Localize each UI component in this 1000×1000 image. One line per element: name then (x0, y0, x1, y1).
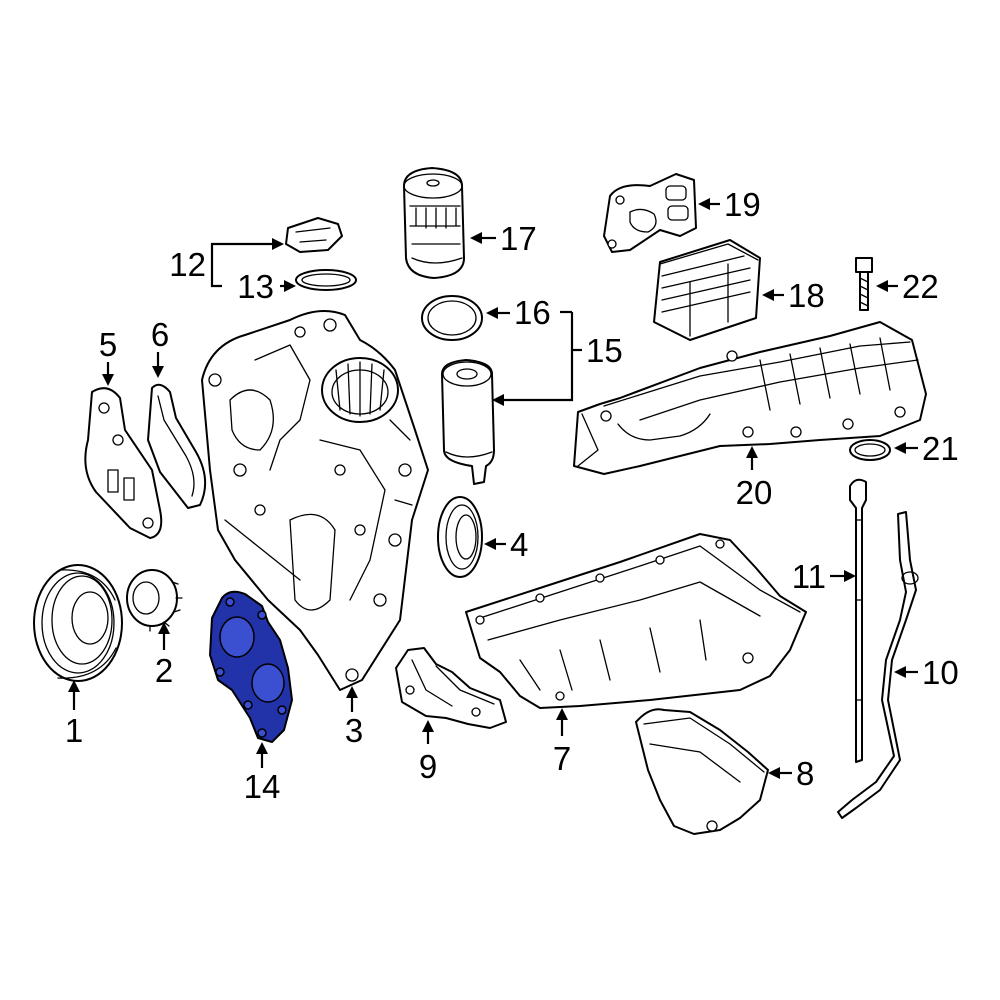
part-2-sprocket (126, 569, 183, 632)
callout-14: 14 (244, 768, 281, 805)
callout-17: 17 (500, 220, 537, 257)
part-7-upper-oil-pan (465, 533, 807, 709)
callout-7: 7 (553, 740, 571, 777)
callout-13: 13 (237, 268, 274, 305)
callout-18: 18 (788, 277, 825, 314)
part-15-filter-element (441, 359, 495, 485)
part-6-seal (147, 383, 207, 509)
part-3-timing-cover (201, 310, 429, 691)
callout-5: 5 (99, 326, 117, 363)
part-12-sensor (285, 217, 343, 253)
part-20-intake-manifold (573, 321, 927, 475)
part-5-gasket (84, 387, 163, 539)
part-4-seal-ring (437, 496, 483, 578)
callout-11: 11 (792, 558, 826, 595)
callout-16: 16 (514, 294, 551, 331)
callout-6: 6 (151, 316, 169, 353)
leader-lines (68, 198, 918, 779)
part-1-crank-pulley (33, 564, 123, 682)
callout-3: 3 (345, 712, 363, 749)
callout-4: 4 (510, 526, 528, 563)
callout-labels: 1 2 3 4 5 6 7 8 9 10 11 12 13 14 15 16 1… (65, 186, 959, 805)
part-19-gasket (603, 173, 697, 253)
callout-9: 9 (419, 748, 437, 785)
part-17-filter-cap (403, 167, 465, 279)
callout-1: 1 (65, 712, 83, 749)
part-18-oil-cooler (653, 239, 761, 341)
part-9-bracket (395, 647, 507, 729)
callout-8: 8 (796, 755, 814, 792)
part-14-gasket-highlighted (209, 590, 293, 743)
part-8-lower-oil-pan (635, 708, 769, 835)
callout-22: 22 (902, 268, 939, 305)
callout-10: 10 (922, 654, 959, 691)
part-11-dipstick (849, 478, 867, 763)
callout-21: 21 (922, 430, 959, 467)
part-10-dipstick-tube (837, 511, 919, 819)
callout-15: 15 (586, 332, 623, 369)
callout-12: 12 (169, 246, 206, 283)
callout-19: 19 (724, 186, 761, 223)
part-16-o-ring (421, 295, 483, 341)
part-22-bolt (855, 257, 873, 311)
part-21-clamp (849, 439, 891, 461)
part-13-o-ring (295, 269, 357, 291)
callout-2: 2 (155, 652, 173, 689)
callout-20: 20 (736, 474, 773, 511)
